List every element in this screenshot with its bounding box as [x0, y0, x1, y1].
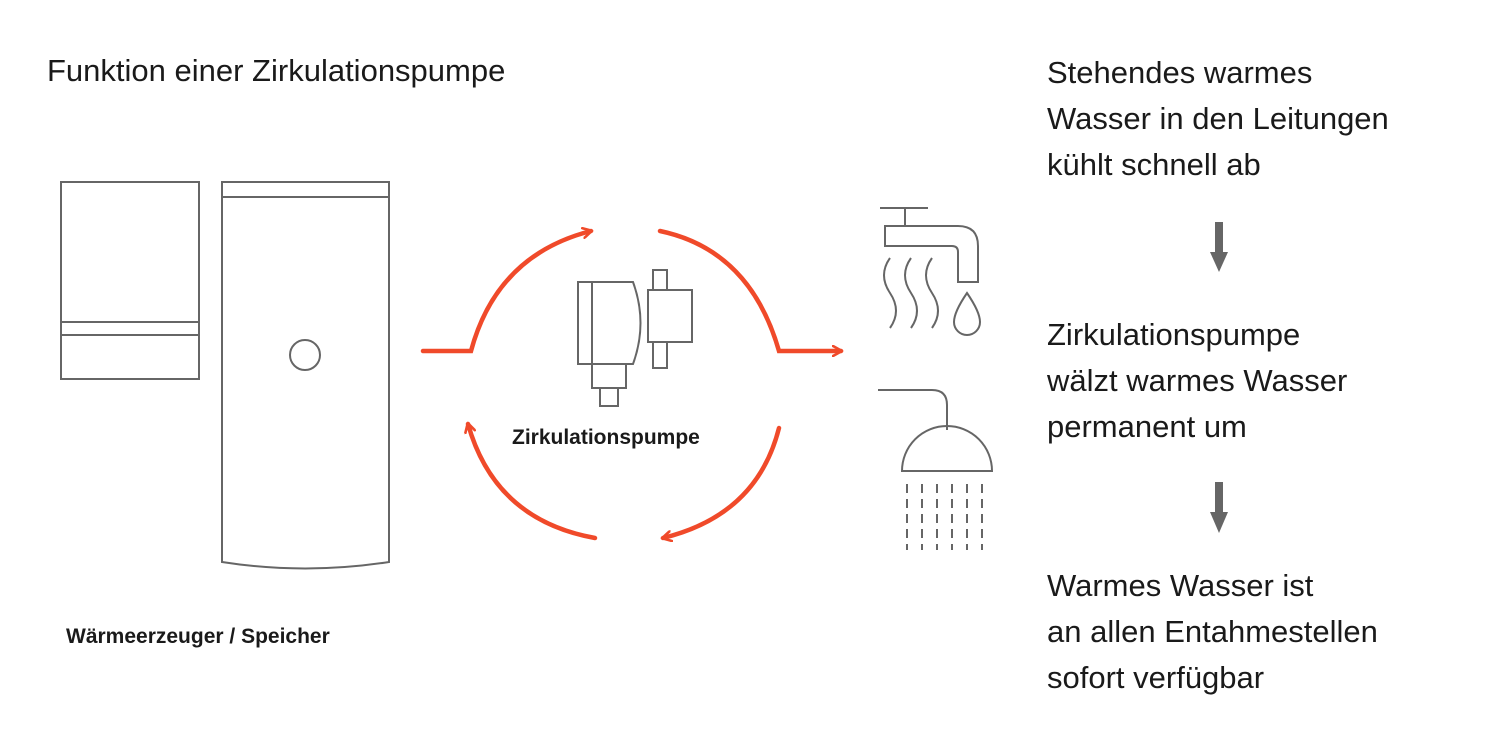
- down-arrow-icon: [1210, 482, 1228, 533]
- storage-tank-icon: [221, 181, 390, 570]
- pump-caption: Zirkulationspumpe: [512, 426, 700, 449]
- step-2: Zirkulationspumpe wälzt warmes Wasser pe…: [1047, 312, 1347, 450]
- step-2-line-3: permanent um: [1047, 409, 1247, 444]
- faucet-icon: [880, 207, 982, 336]
- pump-icon: [577, 269, 693, 407]
- flow-arrow-right: [657, 228, 841, 351]
- step-3: Warmes Wasser ist an allen Entahmestelle…: [1047, 563, 1378, 701]
- boiler-icon: [60, 181, 200, 380]
- step-3-line-2: an allen Entahmestellen: [1047, 614, 1378, 649]
- step-2-line-1: Zirkulationspumpe: [1047, 317, 1301, 352]
- step-3-line-3: sofort verfügbar: [1047, 660, 1265, 695]
- step-3-line-1: Warmes Wasser ist: [1047, 568, 1314, 603]
- flow-arrow-bottom-left: [468, 424, 598, 541]
- shower-icon: [878, 389, 994, 550]
- down-arrow-icon: [1210, 222, 1228, 272]
- step-1: Stehendes warmes Wasser in den Leitungen…: [1047, 50, 1389, 188]
- flow-arrow-top-left: [420, 231, 591, 354]
- diagram-title: Funktion einer Zirkulationspumpe: [47, 53, 506, 88]
- flow-arrow-bottom-right: [663, 425, 782, 538]
- step-1-line-3: kühlt schnell ab: [1047, 147, 1261, 182]
- step-1-line-1: Stehendes warmes: [1047, 55, 1313, 90]
- step-1-line-2: Wasser in den Leitungen: [1047, 101, 1389, 136]
- step-2-line-2: wälzt warmes Wasser: [1047, 363, 1348, 398]
- heater-caption: Wärmeerzeuger / Speicher: [66, 625, 330, 648]
- circulation-loop: [420, 228, 841, 541]
